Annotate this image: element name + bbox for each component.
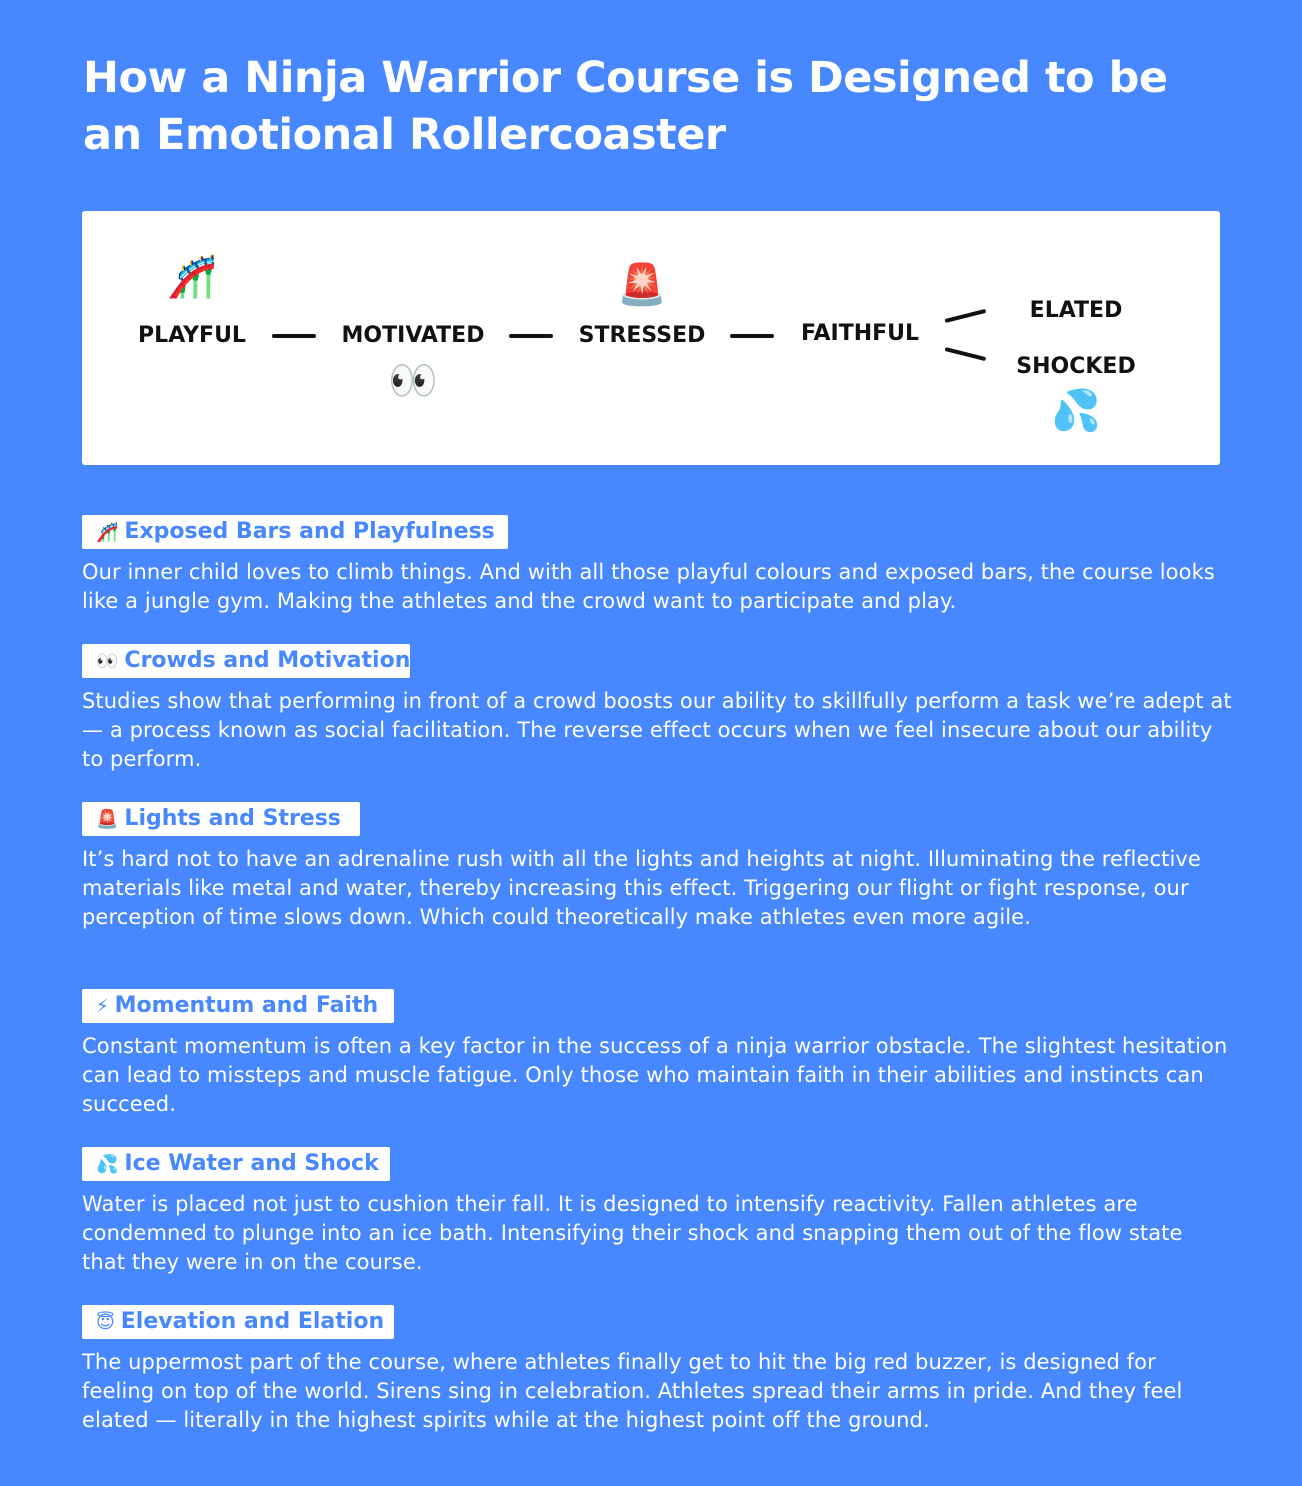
node-elated: ELATED — [1029, 298, 1123, 323]
section-body: Our inner child loves to climb things. A… — [82, 560, 1215, 613]
sweat-droplets-icon: 💦 — [96, 1154, 119, 1175]
lightning-icon: ⚡ — [845, 352, 875, 398]
section-lights: 🚨Lights and Stress It’s hard not to have… — [82, 802, 1232, 932]
lightning-icon: ⚡ — [96, 996, 109, 1017]
siren-icon: 🚨 — [617, 262, 667, 308]
node-motivated: MOTIVATED — [341, 323, 485, 348]
roller-coaster-icon: 🎢 — [96, 522, 119, 543]
section-heading: ⚡Momentum and Faith — [82, 989, 394, 1023]
eyes-icon: 👀 — [388, 358, 438, 404]
siren-icon: 🚨 — [96, 809, 119, 830]
section-heading-text: Lights and Stress — [124, 806, 341, 831]
section-heading: 🚨Lights and Stress — [82, 802, 360, 836]
section-heading-text: Momentum and Faith — [114, 993, 379, 1018]
roller-coaster-icon: 🎢 — [167, 254, 217, 300]
section-body: It’s hard not to have an adrenaline rush… — [82, 847, 1201, 929]
connector-line — [730, 334, 774, 338]
node-stressed: STRESSED — [578, 323, 706, 348]
branch-line-down — [944, 347, 987, 362]
connector-line — [509, 334, 553, 338]
section-ice-water: 💦Ice Water and Shock Water is placed not… — [82, 1147, 1232, 1277]
section-heading: 🎢Exposed Bars and Playfulness — [82, 515, 508, 549]
branch-line-up — [944, 308, 987, 323]
section-heading-text: Crowds and Motivation — [124, 648, 411, 673]
halo-smile-icon: 😇 — [96, 1312, 115, 1333]
section-heading-text: Ice Water and Shock — [124, 1151, 379, 1176]
section-heading-text: Exposed Bars and Playfulness — [124, 519, 495, 544]
section-heading: 💦Ice Water and Shock — [82, 1147, 390, 1181]
connector-line — [272, 334, 316, 338]
section-heading: 😇Elevation and Elation — [82, 1305, 394, 1339]
emotion-flow-diagram: 🎢 PLAYFUL MOTIVATED 👀 🚨 STRESSED FAITHFU… — [82, 211, 1220, 465]
section-body: Constant momentum is often a key factor … — [82, 1034, 1228, 1116]
node-faithful: FAITHFUL — [800, 321, 920, 346]
sweat-droplets-icon: 💦 — [1051, 388, 1101, 434]
section-body: Studies show that performing in front of… — [82, 689, 1232, 771]
section-body: Water is placed not just to cushion thei… — [82, 1192, 1183, 1274]
section-momentum: ⚡Momentum and Faith Constant momentum is… — [82, 989, 1232, 1119]
node-playful: PLAYFUL — [138, 323, 246, 348]
halo-smile-icon: 😇 — [1055, 246, 1097, 292]
node-shocked: SHOCKED — [1016, 354, 1136, 379]
section-exposed-bars: 🎢Exposed Bars and Playfulness Our inner … — [82, 515, 1232, 616]
page-title: How a Ninja Warrior Course is Designed t… — [83, 53, 1168, 160]
section-heading: 👀Crowds and Motivation — [82, 644, 410, 678]
section-heading-text: Elevation and Elation — [120, 1309, 385, 1334]
section-elevation: 😇Elevation and Elation The uppermost par… — [82, 1305, 1232, 1435]
eyes-icon: 👀 — [96, 651, 119, 672]
section-crowds: 👀Crowds and Motivation Studies show that… — [82, 644, 1232, 774]
section-body: The uppermost part of the course, where … — [82, 1350, 1183, 1432]
